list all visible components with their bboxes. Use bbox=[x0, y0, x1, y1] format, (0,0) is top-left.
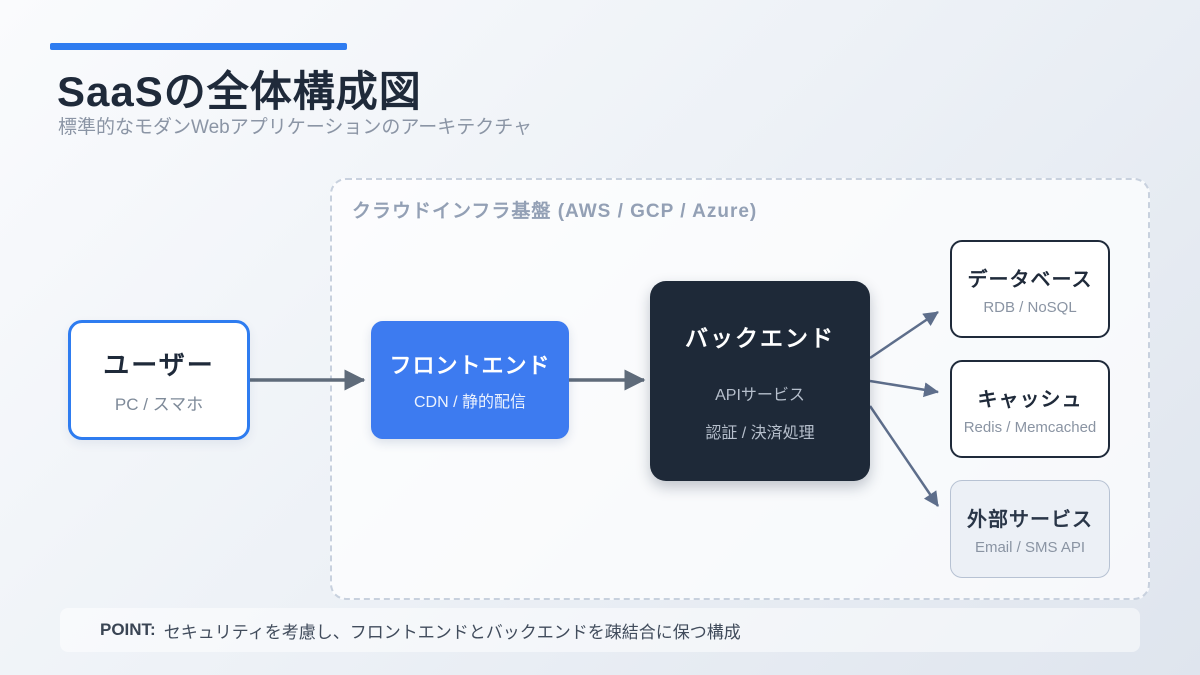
node-database-title: データベース bbox=[967, 268, 1093, 291]
point-note-text: セキュリティを考慮し、フロントエンドとバックエンドを疎結合に保つ構成 bbox=[163, 622, 741, 642]
node-frontend-title: フロントエンド bbox=[389, 353, 551, 378]
node-external-subtitle: Email / SMS API bbox=[974, 538, 1086, 556]
node-external-title: 外部サービス bbox=[967, 508, 1093, 531]
node-user: ユーザー PC / スマホ bbox=[68, 320, 250, 440]
node-frontend-subtitle: CDN / 静的配信 bbox=[413, 394, 526, 411]
node-cache-title: キャッシュ bbox=[977, 388, 1083, 411]
node-frontend: フロントエンド CDN / 静的配信 bbox=[371, 321, 569, 439]
node-backend-line2: 認証 / 決済処理 bbox=[705, 425, 815, 442]
node-user-subtitle: PC / スマホ bbox=[114, 395, 204, 414]
page-subtitle: 標準的なモダンWebアプリケーションのアーキテクチャ bbox=[58, 117, 533, 138]
node-backend-line1: APIサービス bbox=[715, 387, 805, 404]
cloud-infra-label: クラウドインフラ基盤 (AWS / GCP / Azure) bbox=[352, 201, 758, 222]
node-backend-title: バックエンド bbox=[685, 325, 835, 351]
node-backend: バックエンド APIサービス 認証 / 決済処理 bbox=[650, 281, 870, 481]
node-cache: キャッシュ Redis / Memcached bbox=[950, 360, 1110, 458]
node-external: 外部サービス Email / SMS API bbox=[950, 480, 1110, 578]
node-database-subtitle: RDB / NoSQL bbox=[983, 298, 1077, 316]
title-accent-bar bbox=[50, 43, 347, 50]
point-note: POINT: セキュリティを考慮し、フロントエンドとバックエンドを疎結合に保つ構… bbox=[60, 608, 1140, 652]
node-database: データベース RDB / NoSQL bbox=[950, 240, 1110, 338]
point-note-label: POINT: bbox=[100, 620, 156, 639]
node-cache-subtitle: Redis / Memcached bbox=[963, 418, 1097, 436]
node-user-title: ユーザー bbox=[103, 350, 215, 380]
page-title: SaaSの全体構成図 bbox=[57, 68, 422, 115]
